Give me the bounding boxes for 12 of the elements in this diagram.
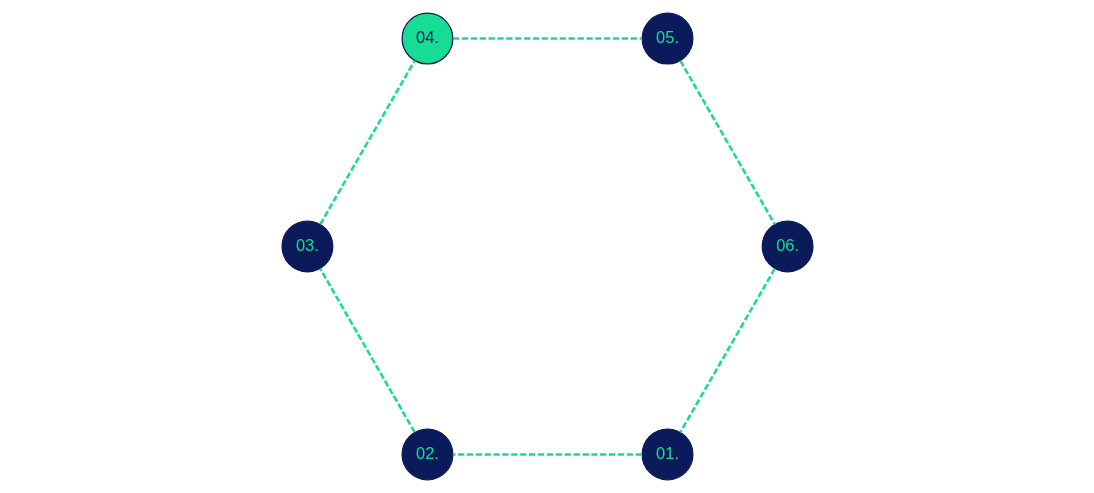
node-circle: 05. [641,12,694,65]
connector [678,60,776,226]
node-circle: 02. [400,428,453,481]
node-circle: 01. [641,428,694,481]
connector [318,267,416,433]
node-circle: 04. [400,12,453,65]
node-circle: 03. [280,220,333,273]
connector [452,37,642,40]
connector [678,268,776,433]
connector [318,60,416,225]
connector [452,453,642,456]
node-circle: 06. [761,220,814,273]
